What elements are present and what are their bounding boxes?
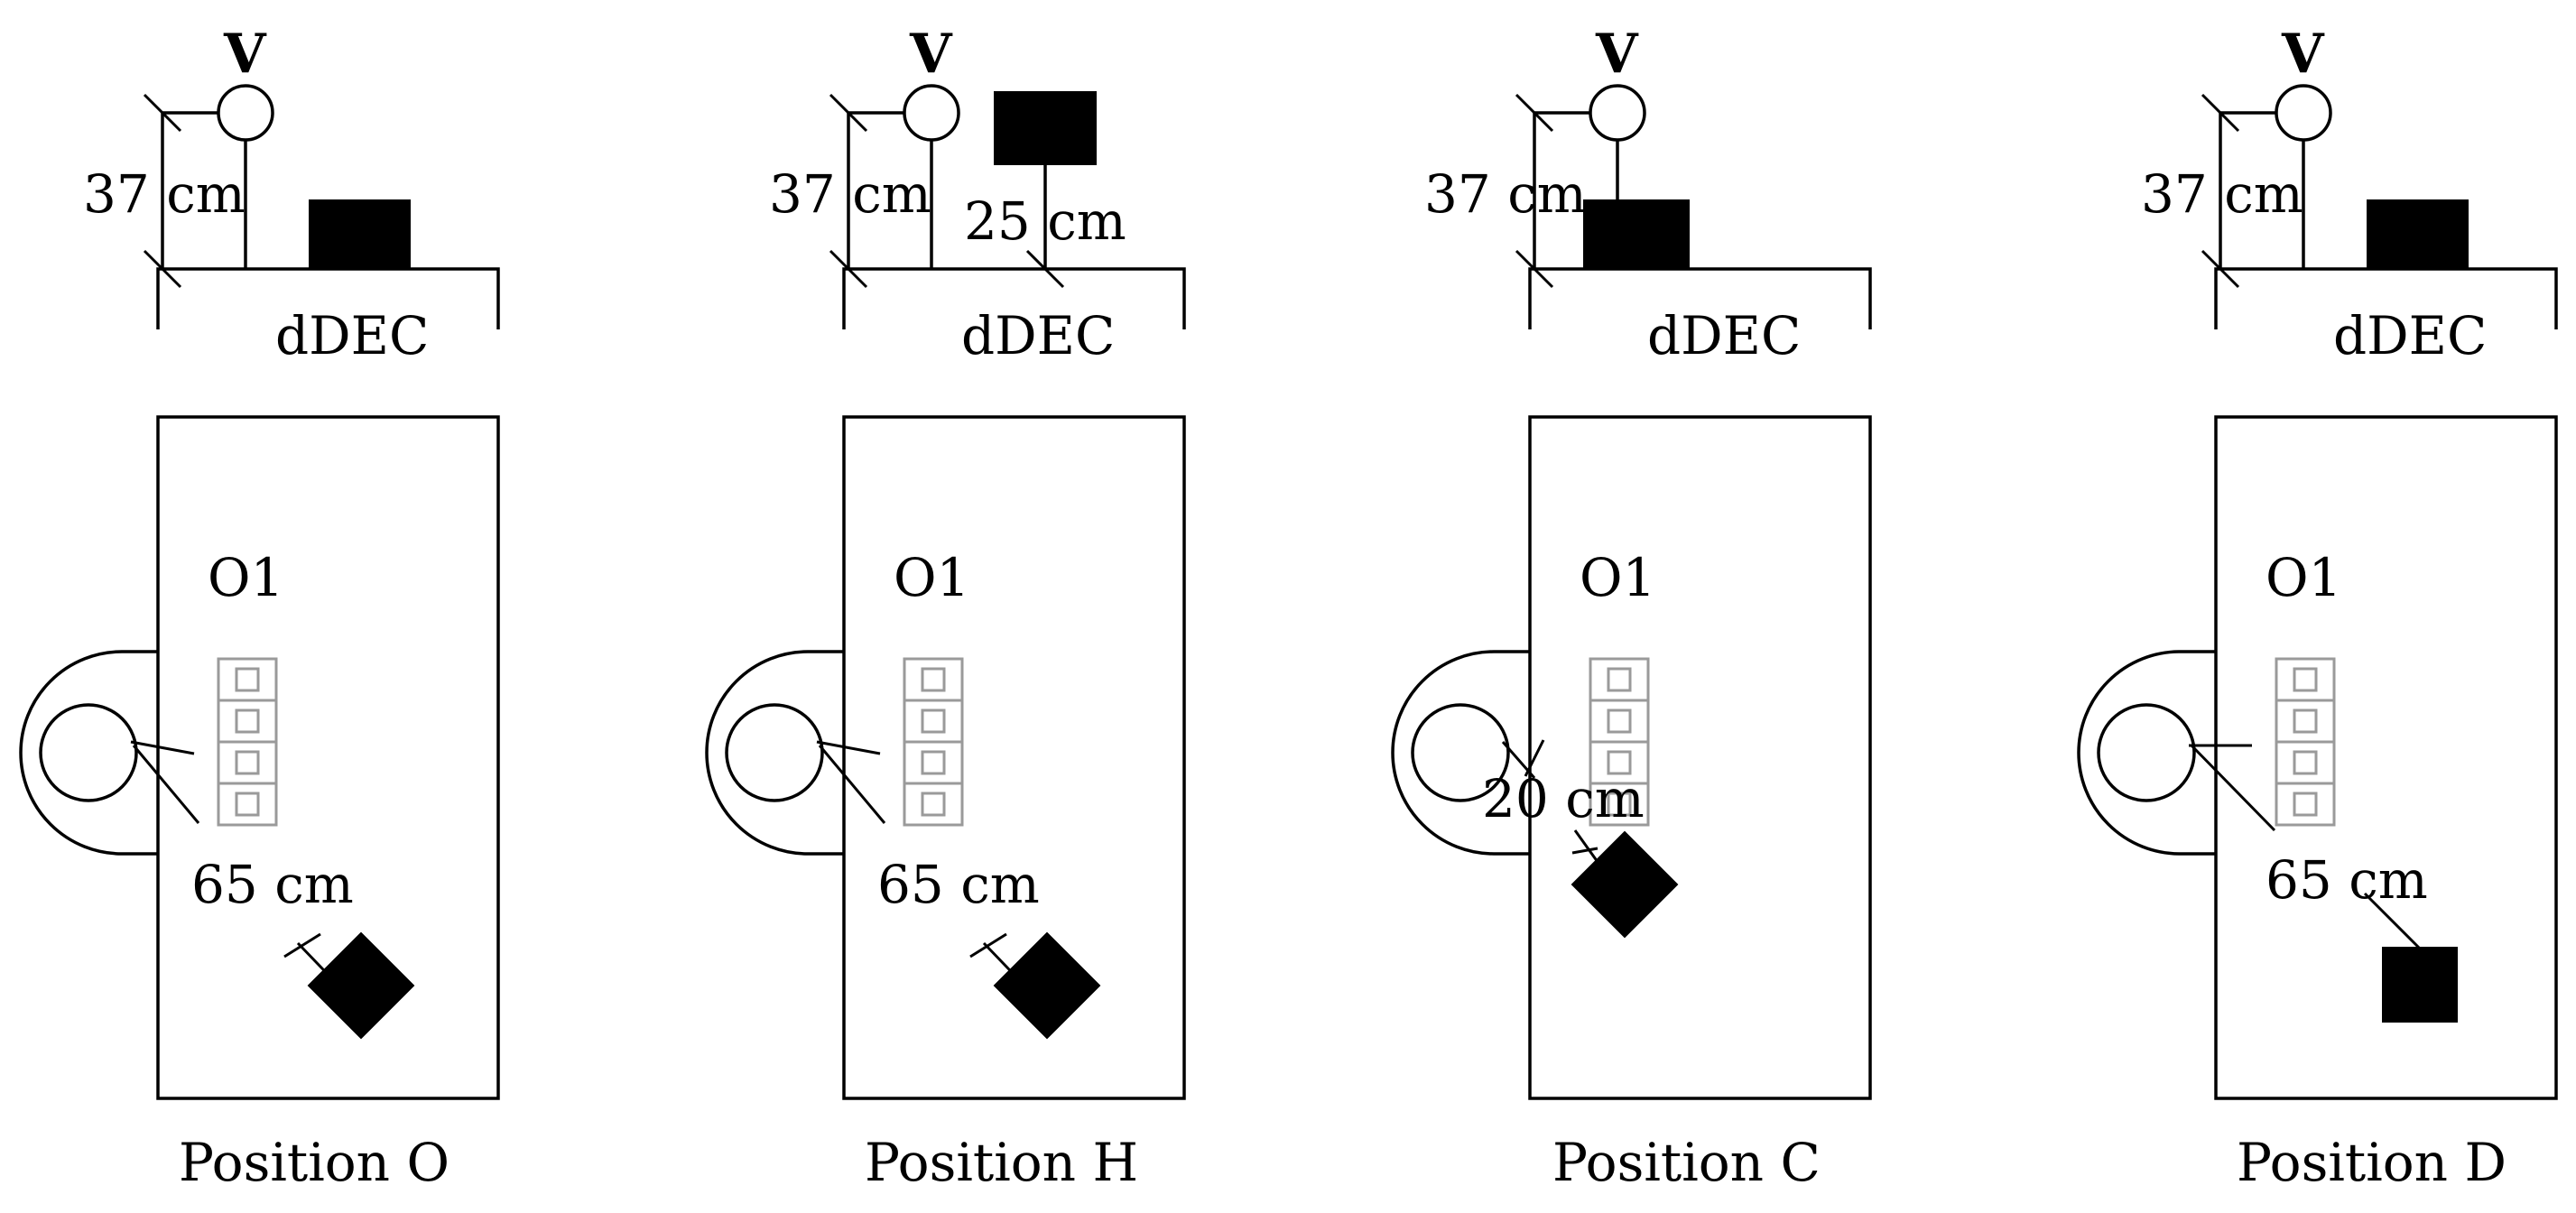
v-label: V	[909, 23, 953, 86]
device-block-top	[1571, 830, 1679, 939]
distance-tick	[1501, 741, 1536, 779]
desk-surface	[1528, 267, 1872, 329]
offset-label: 25 cm	[964, 190, 1126, 252]
chair-arc	[705, 650, 844, 856]
side-view: V 37 cm dDEC	[2141, 23, 2558, 366]
top-view: O1 20 cm	[1391, 415, 1872, 1100]
position-label: Position D	[2237, 1132, 2507, 1193]
v-sensor-circle	[1589, 84, 1646, 142]
device-block-raised	[994, 91, 1097, 165]
side-view: V 37 cm dDEC	[1424, 23, 1872, 366]
height-label: 37 cm	[83, 163, 246, 225]
dec-label: dDEC	[961, 305, 1115, 366]
v-label: V	[1595, 23, 1639, 86]
panel-position-c: V 37 cm dDEC O1	[1391, 23, 1872, 1193]
user-head-circle	[1411, 703, 1510, 802]
user-head-circle	[2097, 703, 2196, 802]
sensor-array	[2275, 657, 2336, 827]
top-view: O1 65 cm	[2077, 415, 2558, 1100]
height-label: 37 cm	[1424, 163, 1587, 225]
distance-label: 65 cm	[2266, 849, 2428, 911]
v-label: V	[2281, 23, 2325, 86]
v-sensor-circle	[217, 84, 274, 142]
sensor-array	[1589, 657, 1650, 827]
height-tick-top	[2201, 93, 2240, 133]
room-outline	[2214, 415, 2558, 1100]
device-block	[1583, 199, 1690, 270]
height-tick-top	[829, 93, 868, 133]
position-label: Position O	[179, 1132, 449, 1193]
device-block-top	[2382, 947, 2458, 1023]
distance-tick-b	[969, 932, 1007, 958]
device-block-top	[993, 931, 1101, 1040]
top-view: O1 65 cm	[19, 415, 500, 1100]
o1-label: O1	[2266, 547, 2341, 608]
height-label: 37 cm	[2141, 163, 2303, 225]
room-outline	[156, 415, 500, 1100]
o1-label: O1	[1580, 547, 1655, 608]
dec-label: dDEC	[275, 305, 429, 366]
distance-label: 65 cm	[191, 854, 354, 915]
distance-tick-b	[1571, 847, 1598, 855]
top-view: O1 65 cm	[705, 415, 1186, 1100]
user-head-circle	[39, 703, 138, 802]
chair-arc	[1391, 650, 1530, 856]
distance-label: 20 cm	[1482, 768, 1645, 829]
v-sensor-circle	[903, 84, 960, 142]
o1-label: O1	[208, 547, 283, 608]
distance-tick-top	[1524, 739, 1545, 777]
sensor-array	[217, 657, 278, 827]
distance-tick	[816, 740, 881, 755]
device-block	[2367, 199, 2469, 270]
distance-line-a	[818, 745, 886, 824]
o1-label: O1	[894, 547, 969, 608]
device-block-top	[307, 931, 415, 1040]
room-outline	[1528, 415, 1872, 1100]
room-outline	[842, 415, 1186, 1100]
position-label: Position C	[1552, 1132, 1821, 1193]
device-block	[309, 199, 411, 270]
dec-label: dDEC	[2333, 305, 2487, 366]
user-head-circle	[725, 703, 824, 802]
height-label: 37 cm	[769, 163, 931, 225]
desk-surface	[842, 267, 1186, 329]
position-label: Position H	[865, 1132, 1138, 1193]
chair-arc	[19, 650, 158, 856]
v-sensor-circle	[2275, 84, 2332, 142]
dec-label: dDEC	[1647, 305, 1801, 366]
height-tick-top	[143, 93, 182, 133]
distance-tick-b	[283, 932, 321, 958]
v-label: V	[223, 23, 267, 86]
height-tick-top	[1515, 93, 1554, 133]
desk-surface	[2214, 267, 2558, 329]
distance-line	[1573, 829, 1599, 863]
distance-tick	[130, 740, 195, 755]
distance-label: 65 cm	[877, 854, 1040, 915]
panel-position-h: V 37 cm 25 cm dDEC O1	[705, 23, 1186, 1193]
side-view: V 37 cm dDEC	[83, 23, 500, 366]
desk-surface	[156, 267, 500, 329]
distance-line-a	[2190, 744, 2276, 832]
panel-position-o: V 37 cm dDEC O1	[19, 23, 500, 1193]
panel-position-d: V 37 cm dDEC O1	[2077, 23, 2558, 1193]
distance-line-b	[2363, 892, 2421, 949]
side-view: V 37 cm 25 cm dDEC	[769, 23, 1186, 366]
chair-arc	[2077, 650, 2216, 856]
sensor-array	[903, 657, 964, 827]
distance-line-a	[132, 745, 200, 824]
